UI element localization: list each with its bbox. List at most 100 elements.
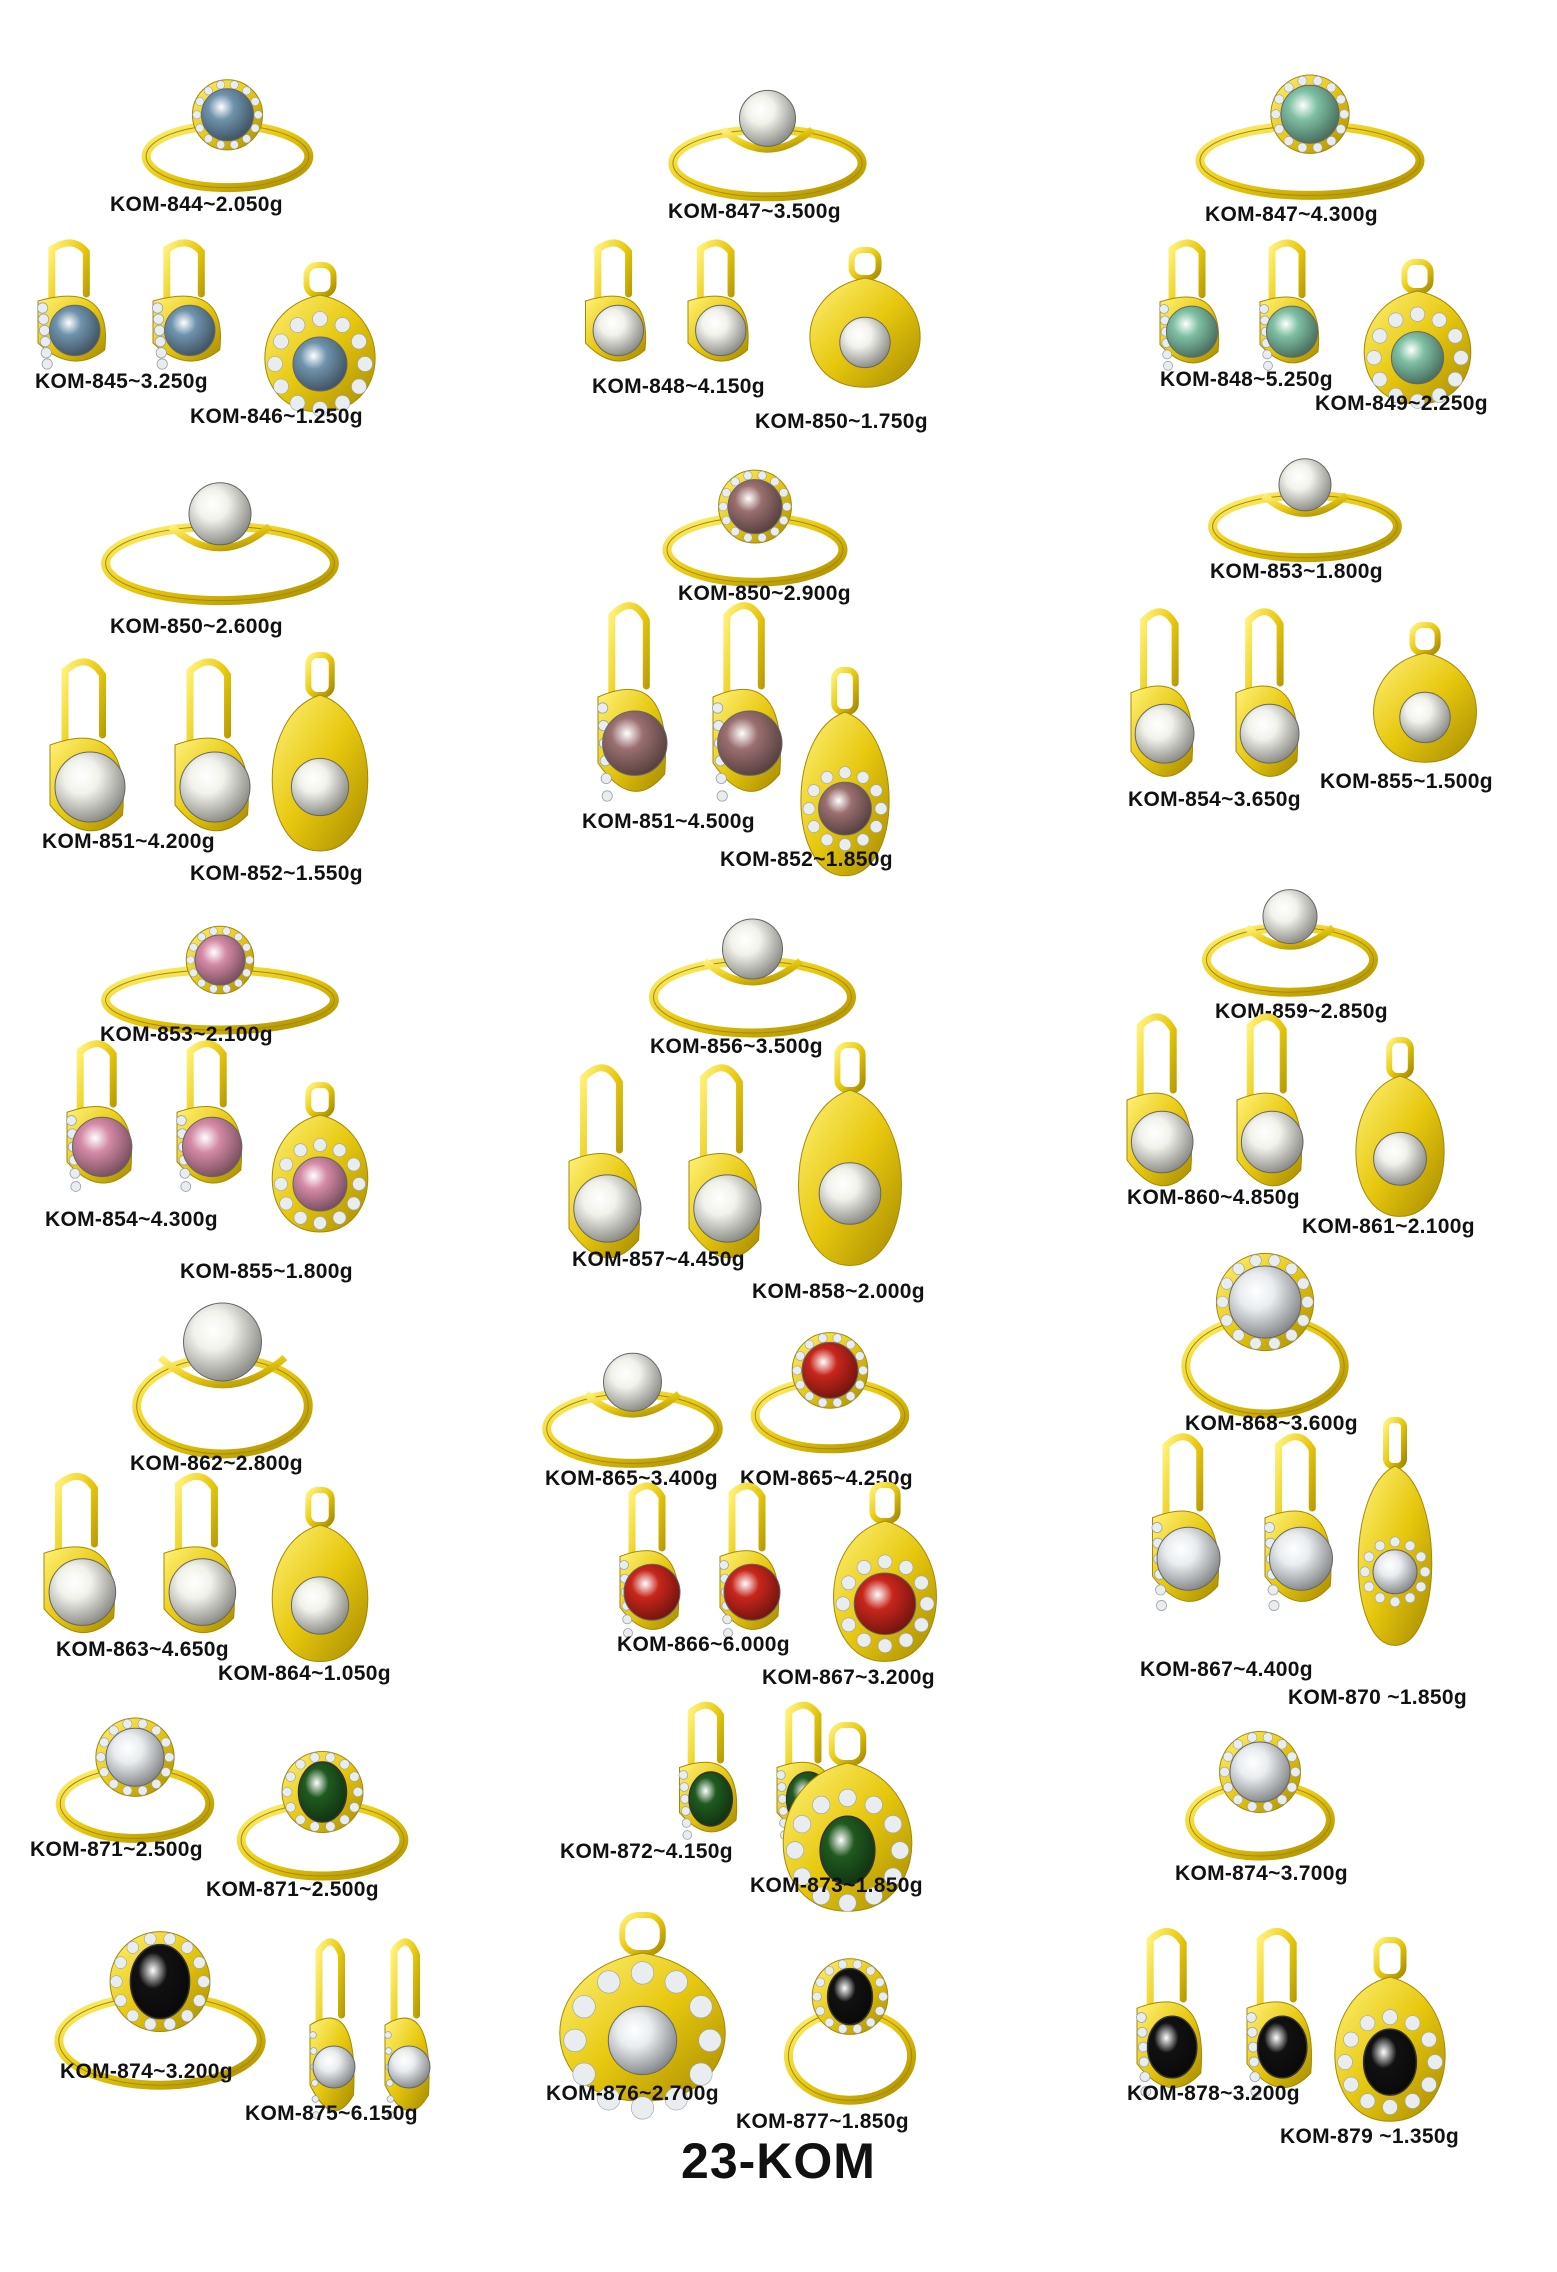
pendant-image [1345, 1417, 1445, 1650]
earrings-image [45, 1038, 265, 1203]
product-label: KOM-853~1.800g [1210, 560, 1383, 583]
ring-image [90, 458, 350, 613]
ring-image [655, 458, 855, 593]
pendant-image [1355, 622, 1495, 765]
product-label: KOM-872~4.150g [560, 1840, 733, 1863]
product-label: KOM-851~4.500g [582, 810, 755, 833]
ring-illustration [55, 1717, 215, 1843]
ring-image [780, 1930, 920, 2115]
product-label: KOM-868~3.600g [1185, 1412, 1358, 1435]
earrings-illustration [1159, 239, 1320, 371]
earrings-image [15, 238, 245, 378]
product-label: KOM-852~1.550g [190, 862, 363, 885]
page-title: 23-KOM [681, 2133, 876, 2189]
product-label: KOM-848~4.150g [592, 375, 765, 398]
pendant-illustration [271, 1487, 369, 1663]
product-label: KOM-873~1.850g [750, 1874, 923, 1897]
pendant-illustration [559, 1912, 726, 2120]
pendant-image [245, 262, 395, 417]
earrings-image [600, 1480, 800, 1650]
product-label: KOM-870 ~1.850g [1288, 1686, 1468, 1709]
pendant-image [780, 1042, 920, 1270]
earrings-illustration [597, 602, 783, 802]
product-label: KOM-877~1.850g [736, 2110, 909, 2133]
product-label: KOM-848~5.250g [1160, 368, 1333, 391]
product-label: KOM-854~4.300g [45, 1208, 218, 1231]
earrings-illustration [568, 1064, 762, 1259]
earrings-illustration [1130, 608, 1300, 777]
ring-image [90, 915, 350, 1040]
pendant-illustration [798, 1042, 902, 1267]
ring-image [1185, 62, 1435, 207]
product-label: KOM-860~4.850g [1127, 1186, 1300, 1209]
ring-image [135, 68, 320, 198]
pendant-image [785, 667, 905, 880]
product-label: KOM-876~2.700g [546, 2082, 719, 2105]
earrings-illustration [309, 1938, 431, 2119]
pendant-illustration [264, 262, 376, 417]
ring-illustration [101, 925, 339, 1035]
pendant-image [1345, 259, 1490, 409]
product-label: KOM-853~2.100g [100, 1023, 273, 1046]
product-label: KOM-874~3.700g [1175, 1862, 1348, 1885]
product-label: KOM-851~4.200g [42, 830, 215, 853]
ring-image [45, 1915, 275, 2100]
earrings-illustration [66, 1040, 243, 1192]
pendant-image [815, 1482, 955, 1665]
earrings-image [575, 598, 805, 818]
ring-image [535, 1330, 730, 1475]
pendant-illustration [1357, 1417, 1433, 1646]
earrings-image [1130, 1430, 1355, 1625]
product-label: KOM-871~2.500g [30, 1838, 203, 1861]
product-label: KOM-862~2.800g [130, 1452, 303, 1475]
ring-illustration [1201, 889, 1379, 997]
product-label: KOM-865~3.400g [545, 1467, 718, 1490]
product-label: KOM-879 ~1.350g [1280, 2125, 1460, 2148]
product-label: KOM-855~1.500g [1320, 770, 1493, 793]
ring-illustration [1185, 1731, 1335, 1861]
pendant-image [530, 1912, 755, 2120]
product-label: KOM-847~3.500g [668, 200, 841, 223]
ring-illustration [668, 89, 867, 202]
earrings-illustration [1126, 1013, 1304, 1187]
ring-illustration [236, 1751, 409, 1881]
ring-illustration [1208, 458, 1402, 563]
product-label: KOM-875~6.150g [245, 2102, 418, 2125]
ring-illustration [649, 918, 856, 1038]
product-label: KOM-878~3.200g [1127, 2082, 1300, 2105]
earrings-image [25, 655, 275, 855]
product-label: KOM-844~2.050g [110, 193, 283, 216]
product-label: KOM-854~3.650g [1128, 788, 1301, 811]
product-label: KOM-855~1.800g [180, 1260, 353, 1283]
product-label: KOM-874~3.200g [60, 2060, 233, 2083]
product-label: KOM-871~2.500g [206, 1878, 379, 1901]
earrings-illustration [619, 1482, 781, 1638]
ring-image [660, 68, 875, 208]
ring-image [1175, 1230, 1355, 1430]
ring-image [125, 1270, 320, 1470]
ring-illustration [783, 1958, 917, 2105]
ring-illustration [1181, 1252, 1349, 1419]
pendant-image [255, 1082, 385, 1235]
pendant-illustration [833, 1482, 937, 1662]
ring-illustration [132, 1302, 313, 1459]
ring-illustration [141, 79, 314, 193]
pendant-image [790, 247, 940, 390]
earrings-image [545, 1060, 785, 1285]
product-label: KOM-863~4.650g [56, 1638, 229, 1661]
product-label: KOM-845~3.250g [35, 370, 208, 393]
product-label: KOM-850~2.600g [110, 615, 283, 638]
earrings-image [295, 1935, 445, 2135]
earrings-illustration [1136, 1927, 1313, 2097]
earrings-image [1115, 1925, 1335, 2110]
pendant-image [255, 1487, 385, 1665]
product-label: KOM-866~6.000g [617, 1633, 790, 1656]
pendant-image [255, 652, 385, 855]
pendant-illustration [271, 652, 369, 852]
earrings-illustration [43, 1472, 237, 1634]
pendant-image [1315, 1937, 1465, 2125]
product-label: KOM-852~1.850g [720, 848, 893, 871]
product-label: KOM-865~4.250g [740, 1467, 913, 1490]
product-label: KOM-850~1.750g [755, 410, 928, 433]
